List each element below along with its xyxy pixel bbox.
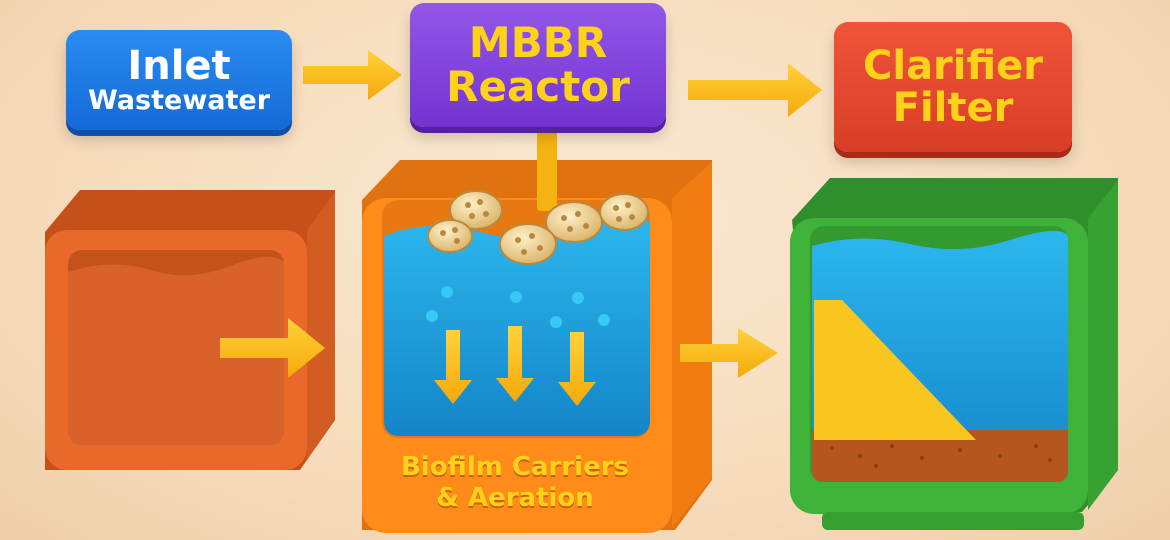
arrow-right-icon: [220, 318, 325, 378]
biofilm-carriers: [427, 190, 649, 265]
aeration-bubbles: [426, 286, 610, 328]
bubble-icon: [426, 310, 438, 322]
reactor-caption: Biofilm Carriers & Aeration: [380, 452, 650, 514]
mbbr-label-line2: Reactor: [446, 62, 630, 111]
bubble-icon: [598, 314, 610, 326]
inlet-wastewater-label: Inlet Wastewater: [66, 30, 292, 130]
bubble-icon: [441, 286, 453, 298]
mbbr-reactor-label: MBBR Reactor: [410, 3, 666, 127]
inlet-label-line1: Inlet: [127, 42, 231, 89]
inlet-tank: [45, 190, 335, 470]
arrow-down-icon: [496, 326, 534, 402]
arrow-down-icon: [558, 332, 596, 406]
biofilm-carrier-icon: [427, 219, 473, 253]
bubble-icon: [550, 316, 562, 328]
arrow-down-icon: [434, 330, 472, 404]
filter-media: [814, 300, 976, 440]
inlet-label-line2: Wastewater: [87, 84, 271, 116]
bubble-icon: [572, 292, 584, 304]
clarifier-tank: [790, 178, 1118, 530]
biofilm-carrier-icon: [599, 193, 649, 231]
reactor-caption-line1: Biofilm Carriers: [400, 452, 630, 482]
arrow-right-icon: [303, 50, 402, 100]
clarifier-filter-label: Clarifier Filter: [834, 22, 1072, 152]
biofilm-carrier-icon: [449, 190, 503, 230]
feed-pipe: [537, 125, 557, 211]
bubble-icon: [510, 291, 522, 303]
clarifier-label-line2: Filter: [892, 85, 1014, 131]
downflow-arrows: [434, 326, 596, 406]
arrow-right-icon: [680, 328, 778, 378]
arrow-right-icon: [688, 63, 822, 117]
biofilm-carrier-icon: [545, 201, 603, 243]
biofilm-carrier-icon: [499, 223, 557, 265]
reactor-caption-line2: & Aeration: [436, 483, 594, 514]
sediment-layer: [812, 430, 1068, 482]
clarifier-label-line1: Clarifier: [863, 43, 1043, 89]
mbbr-label-line1: MBBR: [468, 17, 608, 67]
